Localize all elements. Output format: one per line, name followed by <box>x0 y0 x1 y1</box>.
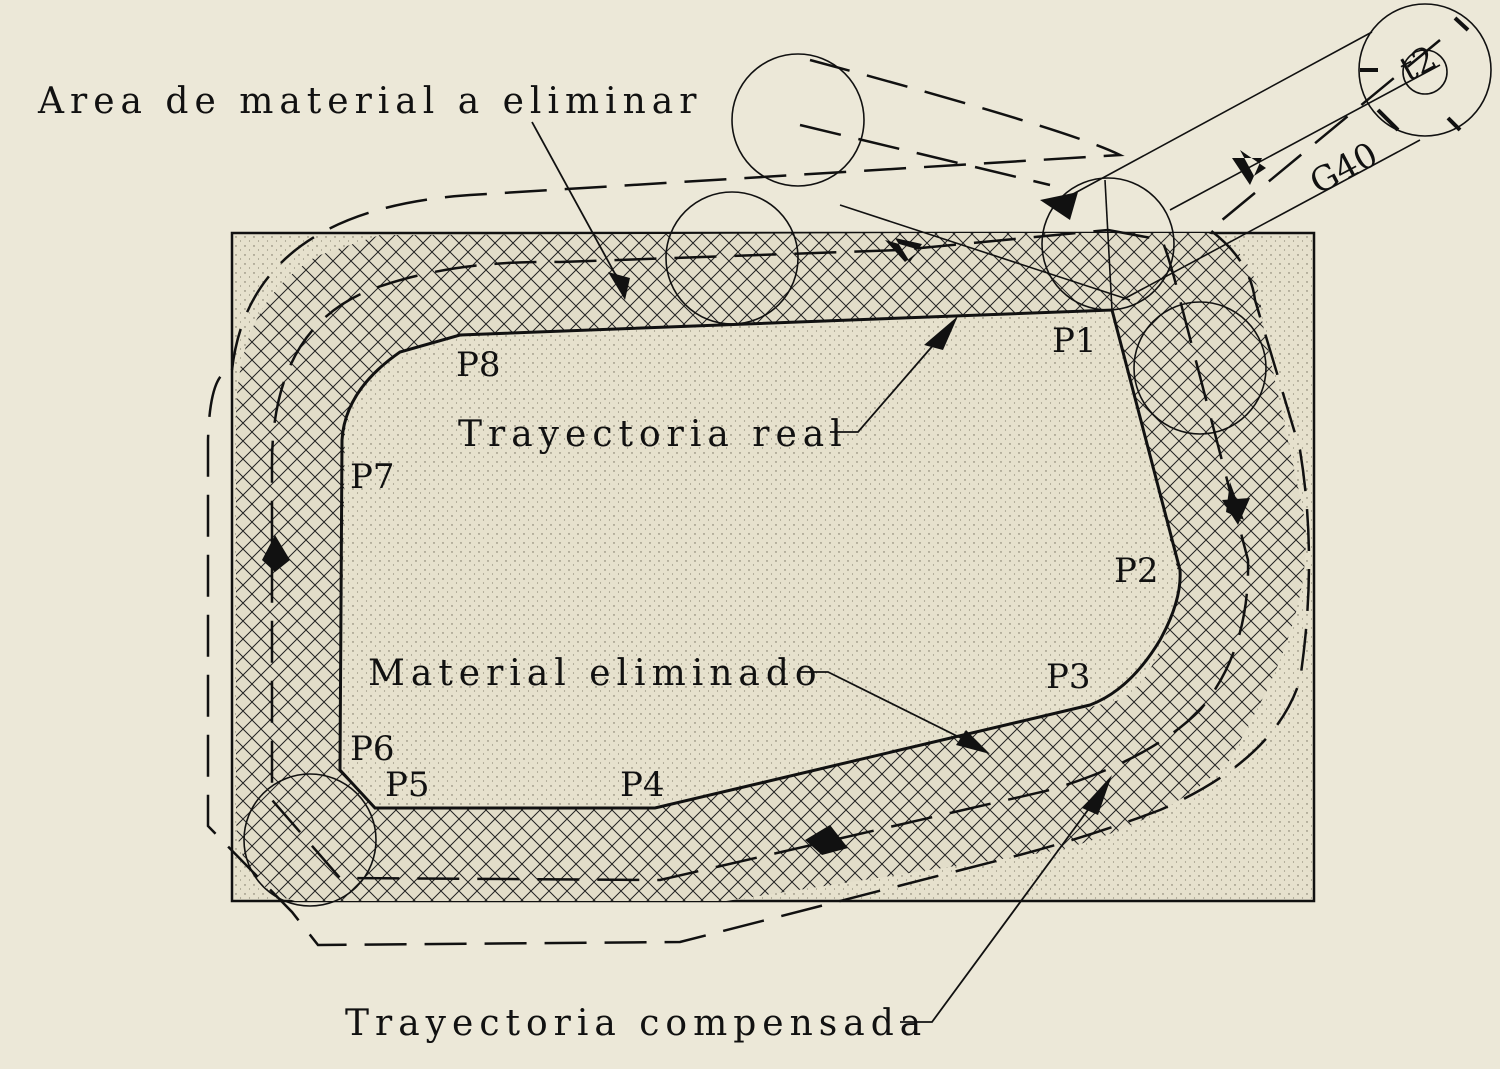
arrowhead-icon <box>1082 775 1112 815</box>
label-material-eliminado: Material eliminado <box>368 653 823 694</box>
approach-edge-mid <box>1169 64 1441 211</box>
leader-lines <box>531 121 1111 1023</box>
direction-arrows <box>262 150 1266 855</box>
leader-arrowheads <box>608 272 1112 815</box>
tool-circle-icon <box>243 773 377 907</box>
direction-arrow-icon <box>1222 482 1250 525</box>
approach-edge-upper <box>1061 31 1373 201</box>
tool-start-marks <box>1360 16 1470 132</box>
real-trajectory <box>338 308 1182 810</box>
direction-arrow-icon <box>1232 150 1266 185</box>
arrowhead-icon <box>956 730 990 754</box>
lead-in-vertical <box>1104 179 1113 311</box>
point-label-p4: P4 <box>620 765 665 805</box>
tool-circle-icon <box>1133 301 1267 435</box>
direction-arrow-icon <box>885 238 922 262</box>
tool-circle-icon <box>1041 177 1175 311</box>
lead-in-line <box>839 204 1131 301</box>
material-removed-band <box>236 233 1306 901</box>
leader-trayectoria-compensada <box>900 779 1111 1023</box>
direction-arrow-icon <box>1040 192 1078 220</box>
tool-hub-icon <box>1402 49 1448 95</box>
label-tool: t2 <box>1393 38 1443 90</box>
tool-circles <box>243 3 1492 907</box>
leader-material-eliminado <box>800 671 986 751</box>
direction-arrow-icon <box>262 535 290 572</box>
point-label-p6: P6 <box>350 729 395 769</box>
leader-trayectoria-real <box>830 319 956 433</box>
label-g40: G40 <box>1303 135 1384 203</box>
label-area-material: Area de material a eliminar <box>37 81 702 122</box>
approach-edge-lower <box>1121 139 1421 301</box>
leader-area-material <box>531 121 626 293</box>
point-label-p3: P3 <box>1046 657 1091 697</box>
point-label-p5: P5 <box>385 765 430 805</box>
point-label-p2: P2 <box>1114 551 1159 591</box>
direction-arrow-icon <box>805 825 848 855</box>
tool-circle-icon <box>1358 3 1492 137</box>
compensated-trajectory <box>270 228 1250 882</box>
arrowhead-icon <box>608 272 630 300</box>
tool-circle-icon <box>665 191 799 325</box>
tool-circle-icon <box>731 53 865 187</box>
point-label-p8: P8 <box>456 345 501 385</box>
label-trayectoria-real: Trayectoria real <box>458 414 848 455</box>
point-label-p7: P7 <box>350 457 395 497</box>
point-label-p1: P1 <box>1052 321 1097 361</box>
label-trayectoria-compensada: Trayectoria compensada <box>345 1003 927 1044</box>
arrowhead-icon <box>924 316 958 350</box>
